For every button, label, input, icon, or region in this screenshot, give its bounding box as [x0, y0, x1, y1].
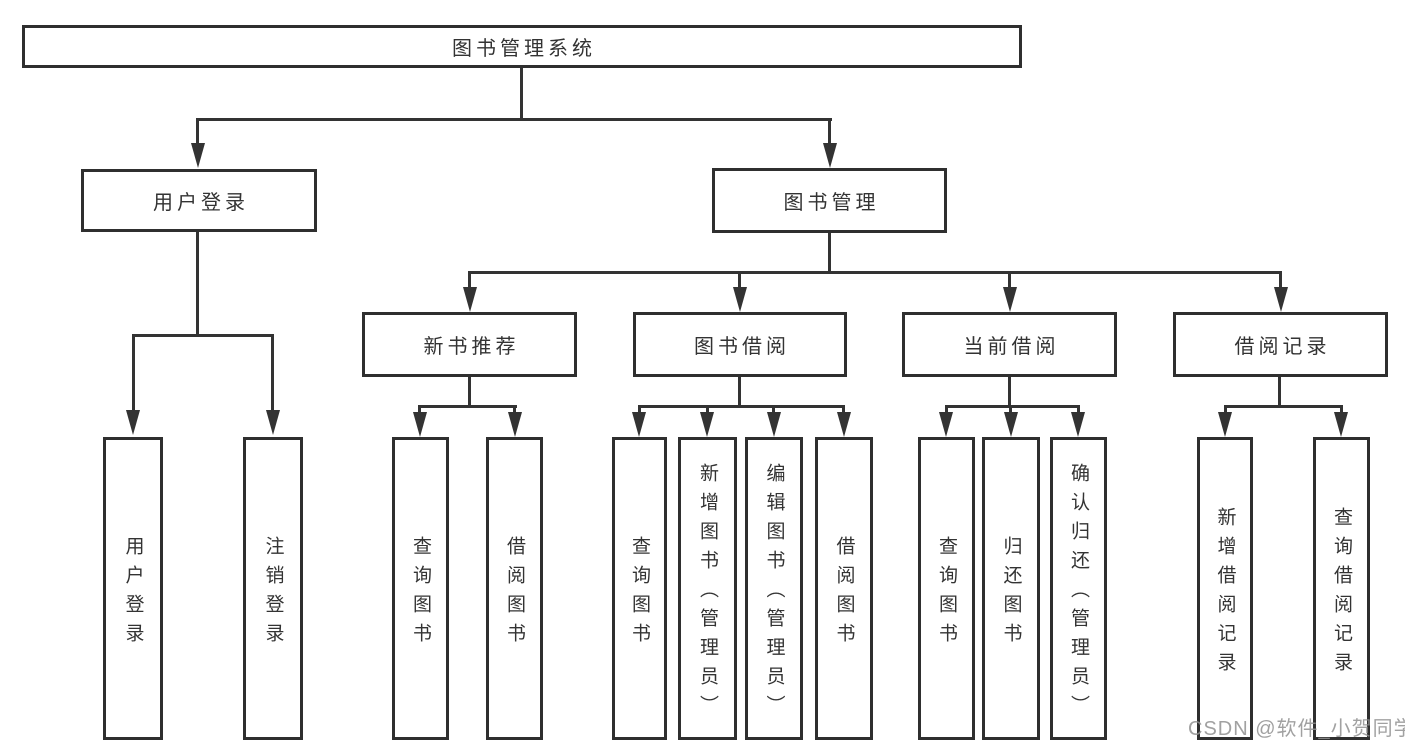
node-user-login-label: 用户登录 — [153, 192, 249, 214]
node-borrowing-records: 借阅记录 — [1173, 312, 1388, 377]
arrow-down-icon — [191, 143, 205, 168]
connector-root-split — [198, 118, 832, 121]
node-edit-books-admin: 编辑图书（管理员） — [745, 437, 803, 740]
connector-stem — [1008, 271, 1011, 289]
arrow-down-icon — [1071, 412, 1085, 437]
csdn-watermark: CSDN @软件_小贺同学 — [1188, 718, 1405, 740]
connector-stem — [132, 334, 135, 412]
node-borrow-books-recommend-label: 借阅图书 — [504, 535, 525, 652]
node-add-books-admin-label: 新增图书（管理员） — [697, 463, 718, 724]
node-logout-label: 注销登录 — [262, 535, 284, 652]
node-add-books-admin: 新增图书（管理员） — [678, 437, 737, 740]
connector-current-split — [945, 405, 1080, 408]
connector-stem — [271, 334, 274, 412]
connector-stem — [842, 405, 845, 415]
arrow-down-icon — [837, 412, 851, 437]
connector-borrowing-stem — [738, 377, 741, 408]
arrow-down-icon — [463, 287, 477, 312]
connector-stem — [1224, 405, 1227, 415]
node-user-login-leaf: 用户登录 — [103, 437, 163, 740]
connector-current-stem — [1008, 377, 1011, 408]
arrow-down-icon — [508, 412, 522, 437]
node-borrowing-records-label: 借阅记录 — [1234, 336, 1331, 358]
connector-stem — [738, 271, 741, 289]
node-query-borrow-record-label: 查询借阅记录 — [1331, 506, 1352, 681]
arrow-down-icon — [632, 412, 646, 437]
node-query-books-recommend: 查询图书 — [392, 437, 449, 740]
node-return-books-label: 归还图书 — [1000, 535, 1022, 652]
node-query-books-borrowing-label: 查询图书 — [629, 535, 650, 652]
arrow-down-icon — [700, 412, 714, 437]
connector-user-login-split — [133, 334, 274, 337]
connector-stem — [1340, 405, 1343, 415]
node-query-books-borrowing: 查询图书 — [612, 437, 667, 740]
arrow-down-icon — [1003, 287, 1017, 312]
node-query-books-recommend-label: 查询图书 — [410, 535, 431, 652]
arrow-down-icon — [823, 143, 837, 168]
node-logout: 注销登录 — [243, 437, 303, 740]
arrow-down-icon — [939, 412, 953, 437]
arrow-down-icon — [413, 412, 427, 437]
arrow-down-icon — [733, 287, 747, 312]
node-book-management-label: 图书管理 — [783, 192, 880, 214]
node-library-system-label: 图书管理系统 — [452, 38, 596, 60]
connector-book-mgmt-stem — [828, 233, 831, 274]
connector-book-mgmt-split — [469, 271, 1282, 274]
node-add-borrow-record-label: 新增借阅记录 — [1214, 506, 1236, 681]
node-library-system: 图书管理系统 — [22, 25, 1022, 68]
connector-recommend-split — [419, 405, 517, 408]
arrow-down-icon — [1218, 412, 1232, 437]
node-current-borrowing: 当前借阅 — [902, 312, 1117, 377]
connector-stem — [1279, 271, 1282, 289]
arrow-down-icon — [767, 412, 781, 437]
connector-stem — [1077, 405, 1080, 415]
connector-stem — [828, 118, 831, 146]
node-return-books: 归还图书 — [982, 437, 1040, 740]
node-book-borrowing: 图书借阅 — [633, 312, 847, 377]
node-add-borrow-record: 新增借阅记录 — [1197, 437, 1253, 740]
connector-borrowing-split — [638, 405, 845, 408]
node-user-login: 用户登录 — [81, 169, 317, 232]
connector-stem — [196, 118, 199, 146]
connector-user-login-stem — [196, 232, 199, 337]
connector-root-stem — [520, 68, 523, 121]
node-borrow-books-borrowing: 借阅图书 — [815, 437, 873, 740]
node-query-books-current-label: 查询图书 — [936, 535, 957, 652]
connector-stem — [468, 271, 471, 289]
arrow-down-icon — [1334, 412, 1348, 437]
node-current-borrowing-label: 当前借阅 — [963, 336, 1060, 358]
arrow-down-icon — [266, 410, 280, 435]
node-new-book-recommendation: 新书推荐 — [362, 312, 577, 377]
connector-stem — [772, 405, 775, 415]
connector-stem — [706, 405, 709, 415]
connector-records-split — [1224, 405, 1343, 408]
arrow-down-icon — [126, 410, 140, 435]
node-user-login-leaf-label: 用户登录 — [122, 535, 144, 652]
node-book-management: 图书管理 — [712, 168, 947, 233]
connector-stem — [1009, 405, 1012, 415]
node-confirm-return-admin: 确认归还（管理员） — [1050, 437, 1107, 740]
node-borrow-books-recommend: 借阅图书 — [486, 437, 543, 740]
connector-stem — [418, 405, 421, 415]
node-borrow-books-borrowing-label: 借阅图书 — [833, 535, 855, 652]
connector-stem — [945, 405, 948, 415]
node-new-book-recommendation-label: 新书推荐 — [423, 336, 520, 358]
connector-recommend-stem — [468, 377, 471, 408]
node-edit-books-admin-label: 编辑图书（管理员） — [763, 463, 785, 724]
connector-stem — [638, 405, 641, 415]
connector-stem — [513, 405, 516, 415]
arrow-down-icon — [1274, 287, 1288, 312]
node-confirm-return-admin-label: 确认归还（管理员） — [1068, 463, 1089, 724]
node-query-borrow-record: 查询借阅记录 — [1313, 437, 1370, 740]
node-query-books-current: 查询图书 — [918, 437, 975, 740]
connector-records-stem — [1278, 377, 1281, 408]
arrow-down-icon — [1004, 412, 1018, 437]
node-book-borrowing-label: 图书借阅 — [694, 336, 790, 358]
